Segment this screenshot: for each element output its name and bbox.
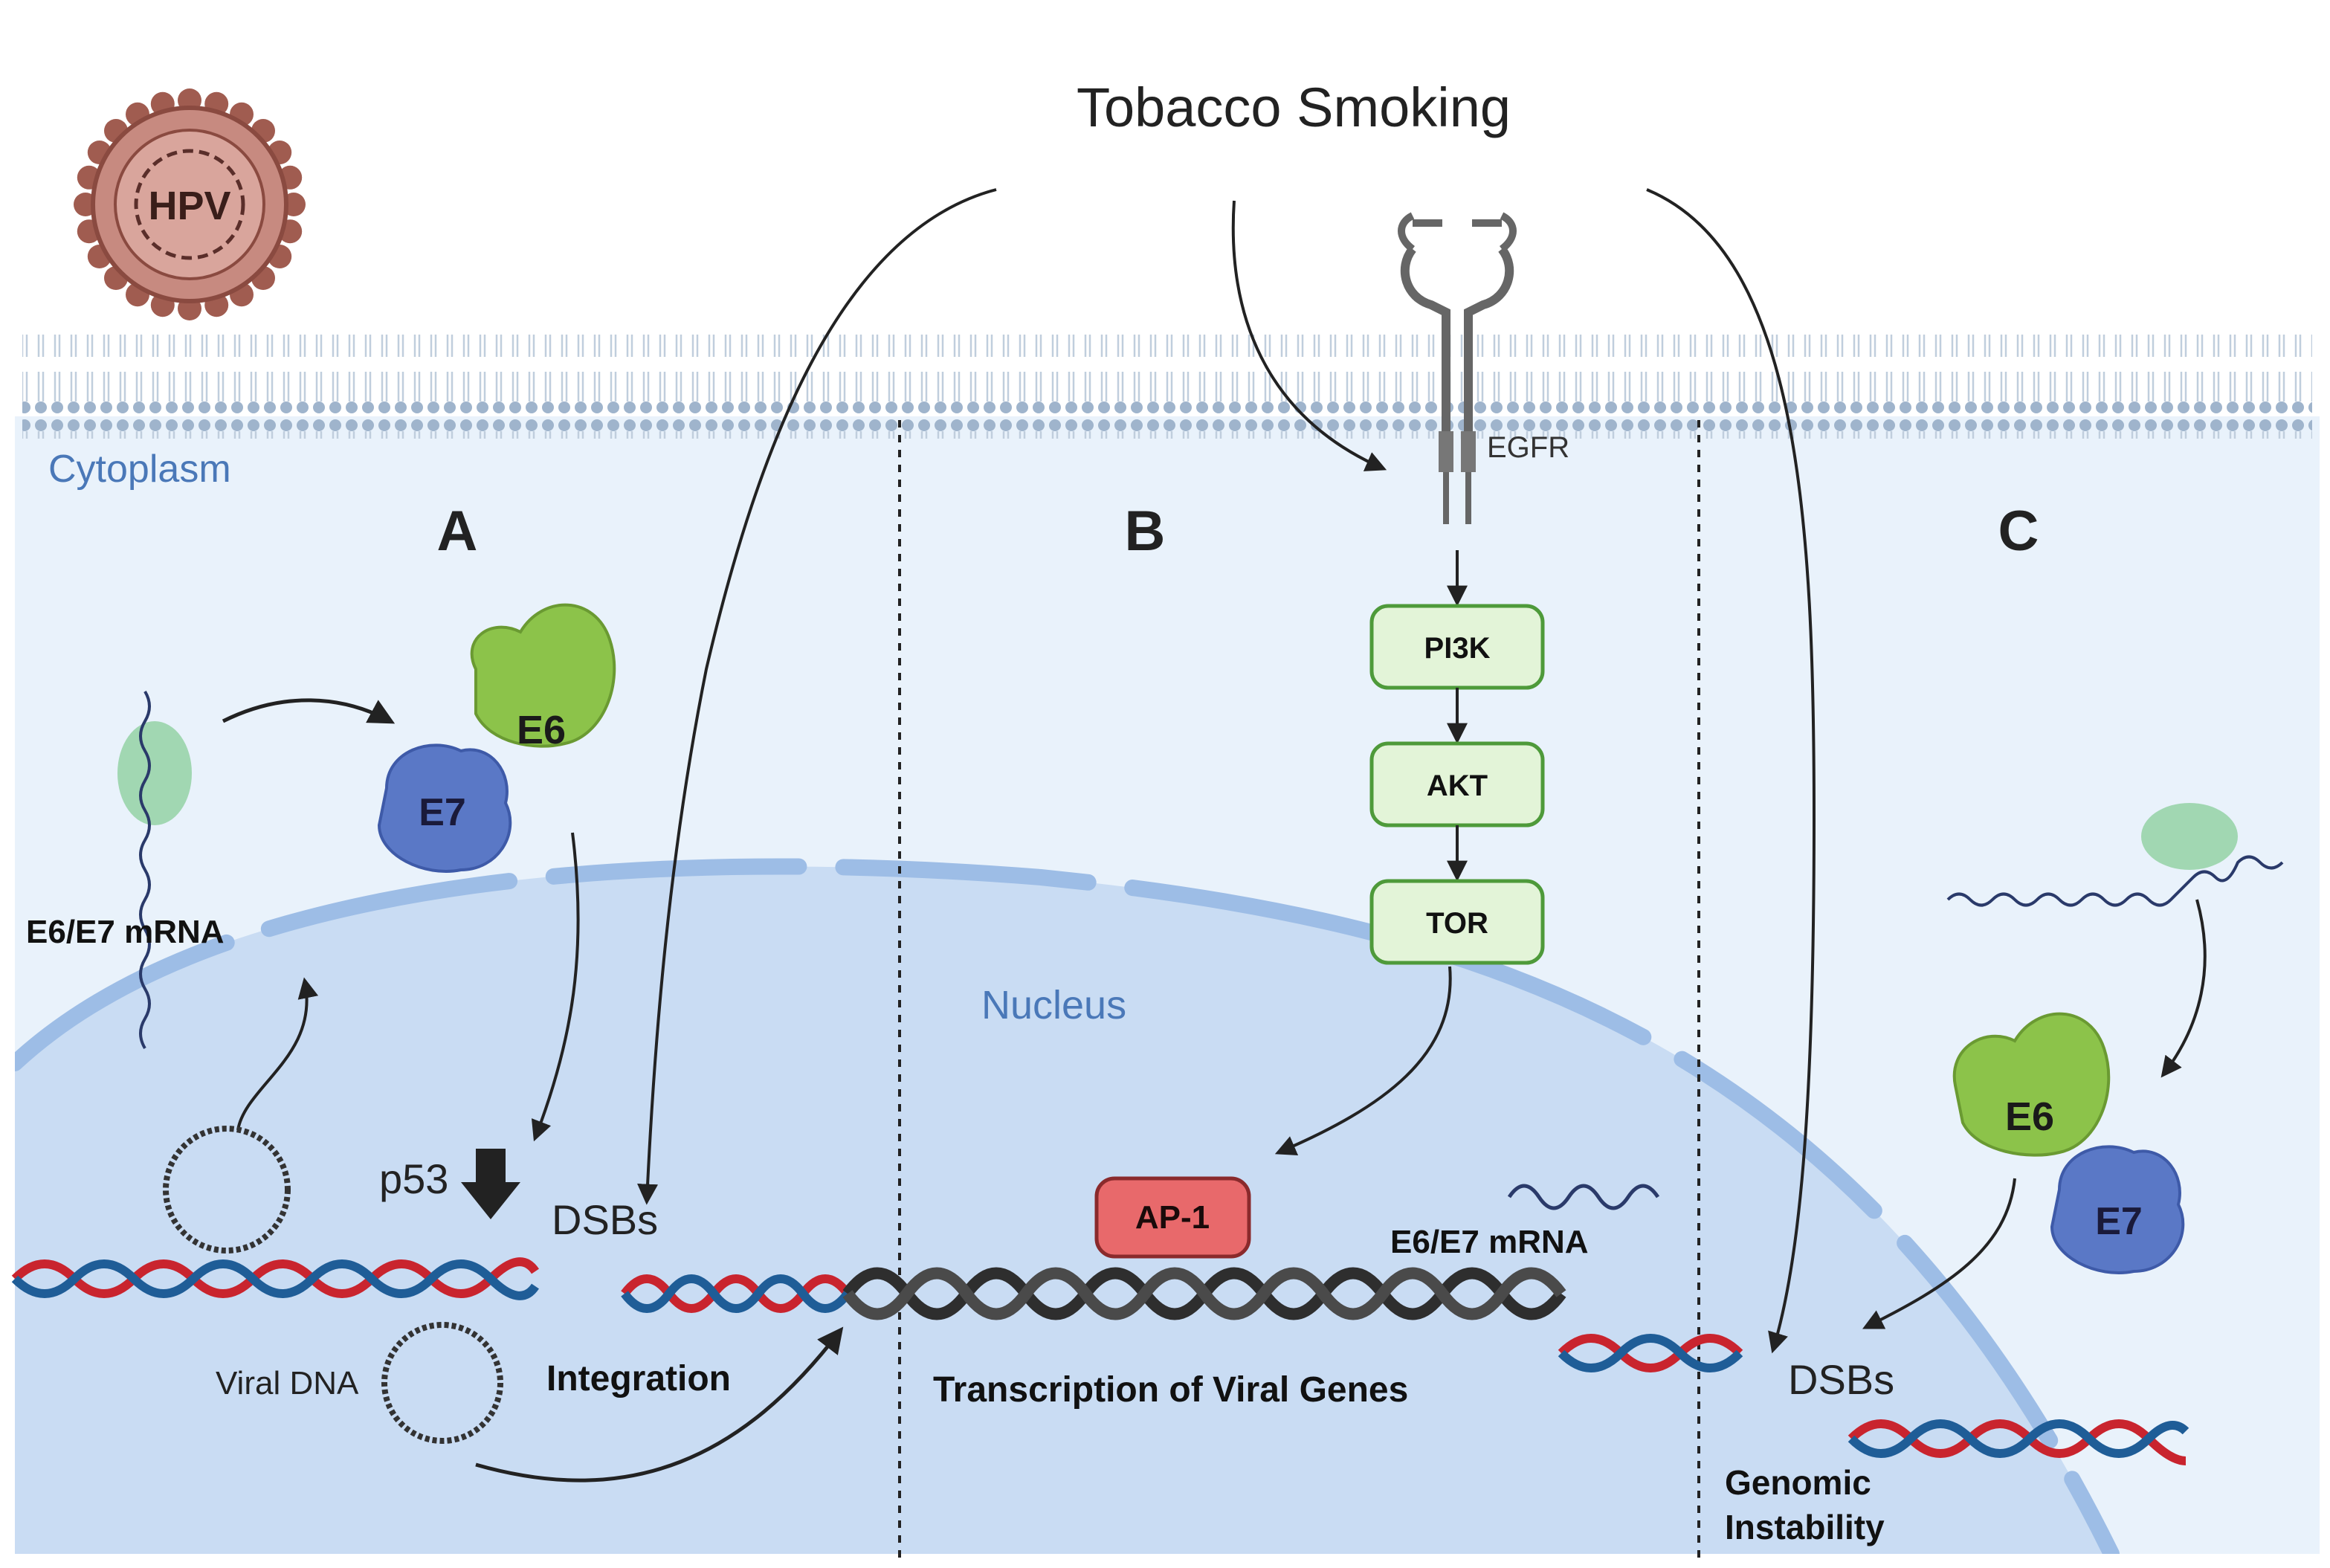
arrow-e6-to-p53 bbox=[531, 832, 580, 1142]
arrow-tobacco-to-dsbs-a bbox=[637, 188, 997, 1205]
viral-dna-label: Viral DNA bbox=[216, 1365, 359, 1401]
svg-text:AKT: AKT bbox=[1427, 770, 1488, 802]
title: Tobacco Smoking bbox=[1077, 77, 1511, 138]
hpv-virus: HPV bbox=[74, 88, 306, 320]
mrna-label-a: E6/E7 mRNA bbox=[26, 914, 225, 950]
tor-box: TOR bbox=[1369, 879, 1545, 965]
arrow-ribosome-to-proteins bbox=[222, 698, 396, 724]
arrow-tobacco-to-dsbs-c bbox=[1646, 188, 1816, 1354]
e6-protein-c: E6 bbox=[1952, 1012, 2111, 1157]
arrow-e6-to-dsbs-c bbox=[1862, 1178, 2016, 1329]
arrow-ribosome-c-to-proteins bbox=[2160, 899, 2207, 1078]
p53-down-arrow bbox=[461, 1149, 520, 1219]
integration-label: Integration bbox=[546, 1359, 731, 1398]
instability-label: Instability bbox=[1725, 1508, 1885, 1546]
panel-b-label: B bbox=[1125, 500, 1166, 563]
e6-protein-a: E6 bbox=[470, 603, 616, 752]
arrow-episome-to-mrna bbox=[236, 977, 319, 1131]
ribosome-c bbox=[1946, 803, 2284, 907]
integrated-dna bbox=[621, 1267, 1743, 1372]
egfr-label: EGFR bbox=[1487, 431, 1569, 464]
dsbs-label-c: DSBs bbox=[1788, 1356, 1894, 1403]
viral-episome-lower bbox=[381, 1322, 503, 1444]
genomic-label: Genomic bbox=[1725, 1463, 1871, 1502]
e7-protein-a: E7 bbox=[377, 743, 512, 873]
svg-text:E7: E7 bbox=[419, 791, 466, 834]
dsbs-label-a: DSBs bbox=[552, 1196, 658, 1243]
host-dna-left bbox=[11, 1257, 539, 1300]
svg-text:E6: E6 bbox=[517, 708, 566, 752]
viral-episome-upper bbox=[163, 1126, 291, 1254]
mrna-label-b: E6/E7 mRNA bbox=[1390, 1224, 1589, 1260]
e7-protein-c: E7 bbox=[2050, 1145, 2185, 1274]
arrow-tor-to-ap1 bbox=[1274, 966, 1452, 1156]
panel-a-label: A bbox=[437, 500, 478, 563]
svg-text:PI3K: PI3K bbox=[1424, 632, 1491, 665]
broken-dna-c bbox=[1847, 1419, 2189, 1465]
arrow-tobacco-to-egfr bbox=[1231, 200, 1387, 471]
arrow-integration bbox=[475, 1326, 844, 1482]
transcription-label: Transcription of Viral Genes bbox=[933, 1370, 1408, 1410]
svg-text:E7: E7 bbox=[2095, 1200, 2143, 1243]
ribosome-a bbox=[117, 690, 192, 1050]
svg-text:E6: E6 bbox=[2005, 1094, 2054, 1139]
nucleus-label: Nucleus bbox=[981, 983, 1126, 1027]
mrna-squiggle-b bbox=[1507, 1184, 1660, 1210]
hpv-label: HPV bbox=[148, 184, 230, 228]
ap1-factor: AP-1 bbox=[1094, 1176, 1251, 1259]
egfr-receptor bbox=[1398, 212, 1517, 524]
svg-text:AP-1: AP-1 bbox=[1135, 1199, 1210, 1236]
p53-label: p53 bbox=[379, 1155, 448, 1202]
cytoplasm-label: Cytoplasm bbox=[48, 448, 231, 491]
svg-text:TOR: TOR bbox=[1426, 907, 1488, 940]
akt-box: AKT bbox=[1369, 741, 1545, 827]
panel-c-label: C bbox=[1998, 500, 2039, 563]
nucleus-region bbox=[15, 858, 2120, 1554]
cell-membrane bbox=[22, 335, 2312, 439]
pi3k-box: PI3K bbox=[1369, 604, 1545, 690]
